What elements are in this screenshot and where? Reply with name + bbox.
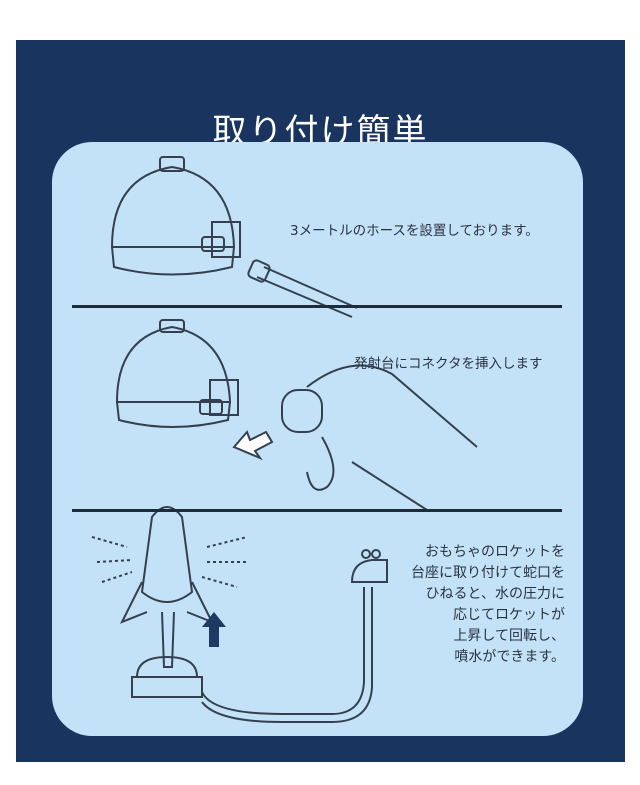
launcher-base-illustration-1 [110,156,241,276]
caption-line: 上昇して回転し、 [453,628,565,644]
faucet-hose-illustration [201,549,388,723]
hand-connector-illustration [281,364,478,511]
divider-2 [72,509,562,512]
illustrations [91,156,478,723]
step-1-caption: 3メートルのホースを設置しております。 [290,223,539,239]
up-arrow-icon [202,612,226,647]
caption-line: 台座に取り付けて蛇口を [411,565,565,581]
step-3-caption: おもちゃのロケットを 台座に取り付けて蛇口を ひねると、水の圧力に 応じてロケッ… [411,542,565,668]
launcher-base-illustration-2 [115,319,239,428]
divider-1 [72,305,562,308]
caption-line: おもちゃのロケットを [425,544,565,560]
caption-line: 噴水ができます。 [454,649,565,665]
arrow-icon [232,430,274,461]
rocket-fountain-illustration [91,506,248,698]
step-2-caption: 発射台にコネクタを挿入します [354,356,543,372]
hose-illustration [247,259,358,318]
caption-line: ひねると、水の圧力に [425,586,565,602]
instruction-card: 3メートルのホースを設置しております。 発射台にコネクタを挿入します おもちゃの… [52,142,583,736]
caption-line: 応じてロケットが [453,607,565,623]
